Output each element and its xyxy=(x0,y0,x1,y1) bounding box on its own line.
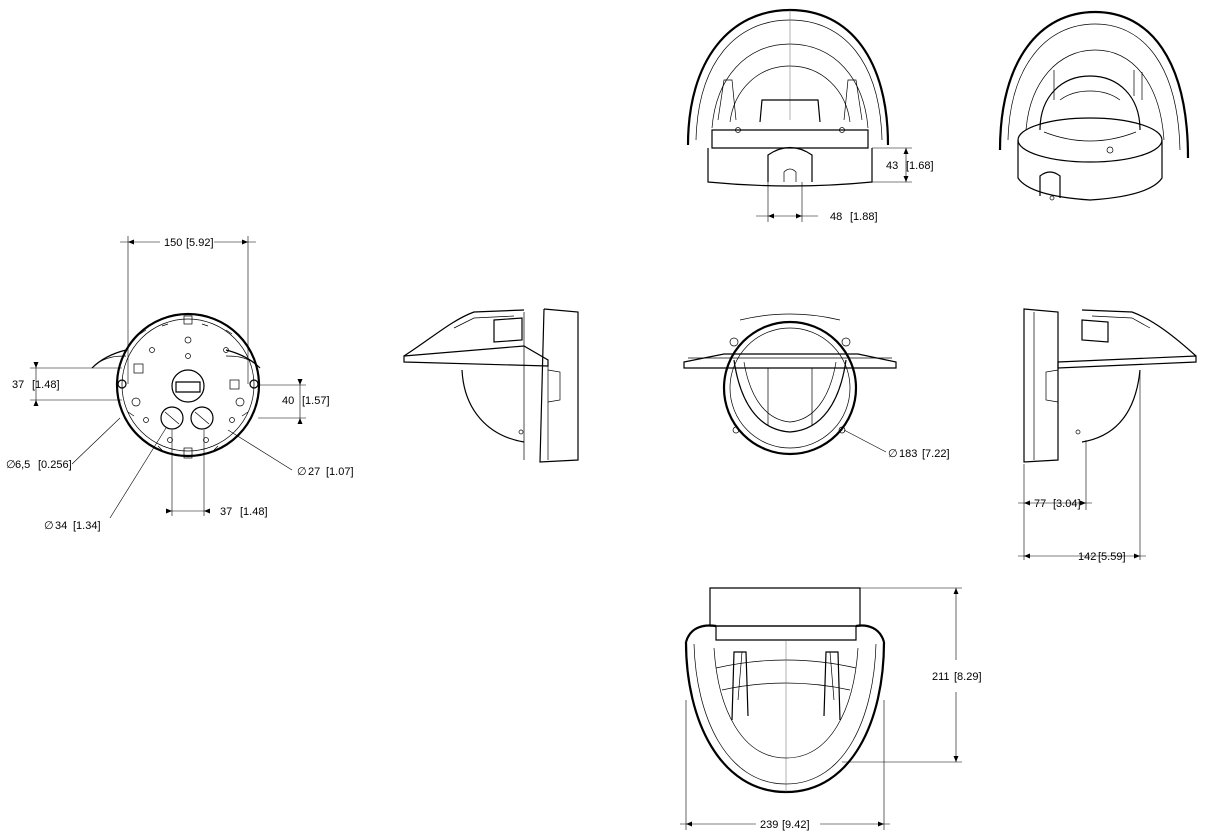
side-depth-dim: 77 [3.04] xyxy=(1018,440,1092,560)
base-width-label: 150 xyxy=(164,237,182,249)
base-view xyxy=(91,312,261,459)
dome-diameter-callout: ∅ 183 [7.22] xyxy=(843,429,950,460)
base-hole-vert-label: 37 xyxy=(12,379,24,391)
side-view-right xyxy=(1023,308,1197,463)
knockout-small-inch: [1.07] xyxy=(326,466,354,478)
front-view xyxy=(683,313,897,456)
isometric-view xyxy=(998,10,1190,201)
base-hole-horiz-inch: [1.48] xyxy=(240,506,268,518)
front-width-inch: [9.42] xyxy=(782,819,810,831)
knockout-small-label: 27 xyxy=(308,466,320,478)
base-hole-vert-dim: 37 [1.48] xyxy=(12,362,122,406)
base-width-inch: [5.92] xyxy=(186,237,214,249)
side-total-label: 142 xyxy=(1078,551,1096,563)
top-slot-dim: 48 [1.88] xyxy=(756,182,878,223)
knockout-large-label: 34 xyxy=(55,520,67,532)
front-height-inch: [8.29] xyxy=(954,671,982,683)
knockout-large-inch: [1.34] xyxy=(73,520,101,532)
top-depth-label: 43 xyxy=(886,160,898,172)
front-width-dim: 239 [9.42] xyxy=(680,700,890,831)
screw-hole-symbol: ∅ xyxy=(6,459,16,471)
front-elevation xyxy=(684,587,886,794)
side-depth-label: 77 xyxy=(1034,498,1046,510)
base-hole-horiz-label: 37 xyxy=(220,506,232,518)
top-depth-inch: [1.68] xyxy=(906,160,934,172)
top-slot-label: 48 xyxy=(830,211,842,223)
knockout-large-callout: ∅ 34 [1.34] xyxy=(44,427,167,532)
side-total-inch: [5.59] xyxy=(1098,551,1126,563)
front-height-dim: 211 [8.29] xyxy=(842,587,982,763)
screw-hole-callout: ∅ 6,5 [0.256] xyxy=(6,417,121,471)
dome-diameter-inch: [7.22] xyxy=(922,448,950,460)
base-hole-vert-inch: [1.48] xyxy=(32,379,60,391)
knockout-small-callout: ∅ 27 [1.07] xyxy=(227,429,354,478)
base-knock-vert-label: 40 xyxy=(282,395,294,407)
front-width-label: 239 xyxy=(760,819,778,831)
top-depth-dim: 43 [1.68] xyxy=(872,147,934,183)
dome-diameter-symbol: ∅ xyxy=(888,448,898,460)
base-knock-vert-dim: 40 [1.57] xyxy=(258,379,330,424)
side-view-left xyxy=(403,308,579,463)
side-depth-inch: [3.04] xyxy=(1053,498,1081,510)
top-slot-inch: [1.88] xyxy=(850,211,878,223)
base-knock-vert-inch: [1.57] xyxy=(302,395,330,407)
base-hole-horiz-dim: 37 [1.48] xyxy=(166,430,268,518)
top-view xyxy=(686,8,890,187)
knockout-small-symbol: ∅ xyxy=(297,466,307,478)
screw-hole-inch: [0.256] xyxy=(38,459,72,471)
knockout-large-symbol: ∅ xyxy=(44,520,54,532)
dome-diameter-label: 183 xyxy=(899,448,917,460)
side-total-dim: 142 [5.59] xyxy=(1018,372,1146,563)
base-width-dim: 150 [5.92] xyxy=(120,236,256,384)
screw-hole-label: 6,5 xyxy=(15,459,30,471)
front-height-label: 211 xyxy=(932,671,950,683)
